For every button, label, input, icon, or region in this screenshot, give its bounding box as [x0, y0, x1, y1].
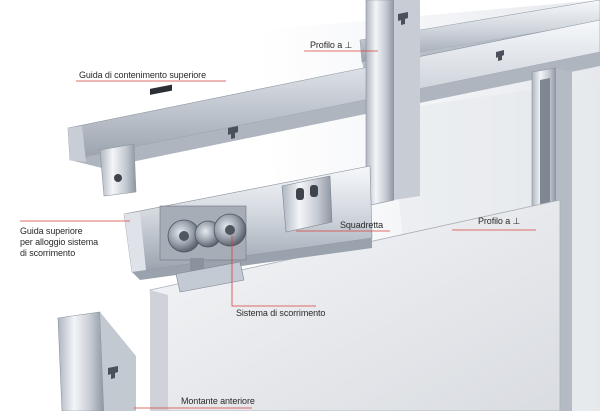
callout-guida-superiore-line-1: Guida superiore	[20, 226, 83, 236]
rolling-system	[159, 205, 247, 293]
callout-guida-superiore-line-3: di scorrimento	[20, 248, 76, 258]
callout-profilo-right: Profilo a ⊥	[478, 216, 521, 226]
callout-profilo-top: Profilo a ⊥	[310, 40, 353, 50]
callout-sistema: Sistema di scorrimento	[236, 308, 326, 318]
callout-leaders	[20, 50, 536, 409]
callout-squadretta: Squadretta	[340, 220, 384, 230]
leader-sistema	[231, 236, 316, 307]
callout-guida-superiore-line-2: per alloggio sistema	[20, 237, 99, 247]
guide-end-bracket	[99, 143, 137, 197]
corner-bracket	[281, 175, 333, 233]
callout-guida-superiore: Guida superiore per alloggio sistema di …	[20, 226, 140, 259]
callout-montante: Montante anteriore	[181, 396, 255, 406]
callout-guida-contenimento: Guida di contenimento superiore	[79, 70, 206, 80]
front-upright	[57, 311, 105, 411]
